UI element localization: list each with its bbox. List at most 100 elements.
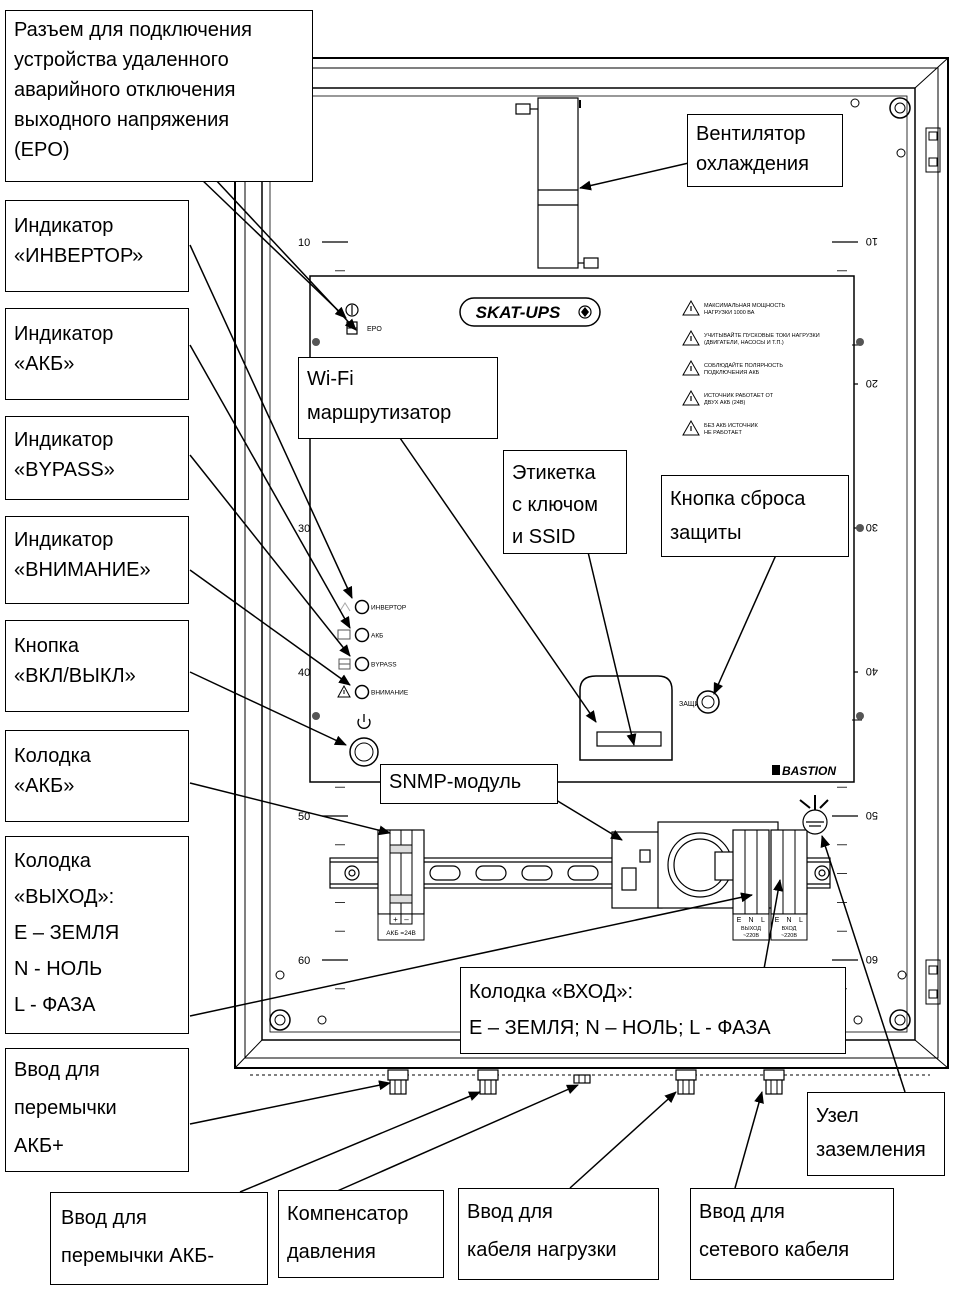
pressure-compensator [573, 1074, 591, 1084]
ruler-right-label: 10 [866, 235, 878, 247]
callout-ssid-label: Этикетка с ключом и SSID [503, 450, 627, 554]
callout-akb-block-line-2: «АКБ» [14, 775, 75, 797]
brand-text: SKAT-UPS [476, 303, 561, 322]
indicator-2: АКБ [337, 627, 383, 643]
in-letter-n: N [786, 917, 791, 924]
leader-lines [189, 161, 906, 1193]
out-letter-e: E [737, 917, 742, 924]
warning-line-1: УЧИТЫВАЙТЕ ПУСКОВЫЕ ТОКИ НАГРУЗКИ [704, 331, 820, 339]
callout-reset-line-2: защиты [670, 522, 742, 544]
bypass-symbol-icon [338, 658, 351, 670]
indicator-led [354, 684, 370, 700]
epo-label: EPO [367, 326, 382, 333]
callout-output-line-2: «ВЫХОД»: [14, 886, 115, 908]
gland-jumper-akb-minus [477, 1069, 499, 1095]
callout-jumper-plus: Ввод для перемычки АКБ+ [5, 1048, 189, 1172]
out-terminal-label-2: ~220В [743, 933, 759, 939]
out-terminal-label-1: ВЫХОД [741, 926, 761, 932]
callout-input-block: Колодка «ВХОД»: Е – ЗЕМЛЯ; N – НОЛЬ; L -… [460, 967, 846, 1054]
reset-label: ЗАЩИТА [679, 701, 709, 708]
callout-mains-line-1: Ввод для [699, 1201, 785, 1223]
callout-jumper-plus-line-3: АКБ+ [14, 1135, 64, 1157]
callout-inverter-indicator: Индикатор «ИНВЕРТОР» [5, 200, 189, 292]
callout-jumper-minus: Ввод для перемычки АКБ- [50, 1192, 268, 1285]
akb-plus-sign: + [393, 915, 398, 924]
ruler-left-label: 60 [298, 955, 310, 967]
ground-node [799, 795, 829, 835]
callout-load-cable: Ввод для кабеля нагрузки [458, 1188, 659, 1280]
warning-line-2: (ДВИГАТЕЛИ, НАСОСЫ И Т.П.) [704, 340, 784, 346]
callout-epo-line-5: (EPO) [14, 139, 70, 161]
warning-line-2: НАГРУЗКИ 1000 ВА [704, 310, 755, 316]
bastion-logo: BASTION [772, 764, 836, 778]
warning-line-1: МАКСИМАЛЬНАЯ МОЩНОСТЬ [704, 303, 785, 309]
reset-protection-button[interactable]: ЗАЩИТА [679, 690, 720, 714]
indicator-label: АКБ [371, 633, 383, 640]
callout-ground-node: Узел заземления [807, 1092, 945, 1176]
warning-line-2: ДВУХ АКБ (24В) [704, 400, 746, 406]
callout-jumper-plus-line-2: перемычки [14, 1097, 117, 1119]
callout-epo-line-1: Разъем для подключения [14, 19, 252, 41]
callout-power-line-1: Кнопка [14, 635, 79, 657]
ruler-left-label: 30 [298, 523, 310, 535]
callout-reset-button: Кнопка сброса защиты [661, 475, 849, 557]
callout-fan: Вентилятор охлаждения [687, 114, 843, 187]
indicator-led [354, 627, 370, 643]
warning-line-1: БЕЗ АКБ ИСТОЧНИК [704, 423, 759, 429]
in-letter-e: E [775, 917, 780, 924]
corner-screws [269, 97, 911, 1031]
callout-epo: Разъем для подключения устройства удален… [5, 10, 313, 182]
in-terminal-label-1: ВХОД [782, 926, 797, 932]
gland-load-cable [675, 1069, 697, 1095]
callout-load-line-1: Ввод для [467, 1201, 553, 1223]
callout-mains-cable: Ввод для сетевого кабеля [690, 1188, 894, 1280]
callout-inverter-line-1: Индикатор [14, 215, 114, 237]
indicator-4: ВНИМАНИЕ [337, 684, 409, 700]
callout-wifi-line-2: маршрутизатор [307, 402, 452, 424]
callout-fan-line-1: Вентилятор [696, 123, 806, 145]
callout-attention-indicator: Индикатор «ВНИМАНИЕ» [5, 516, 189, 604]
callout-bypass-line-1: Индикатор [14, 429, 114, 451]
callout-pressure-line-1: Компенсатор [287, 1203, 409, 1225]
callout-attention-line-1: Индикатор [14, 529, 114, 551]
callout-pressure-compensator: Компенсатор давления [278, 1190, 444, 1278]
power-button[interactable] [349, 714, 379, 767]
indicator-led [354, 656, 370, 672]
warning-line-1: ИСТОЧНИК РАБОТАЕТ ОТ [704, 393, 774, 399]
callout-snmp-module: SNMP-модуль [380, 764, 558, 804]
akb-terminal-block: + – АКБ =24В [377, 829, 425, 941]
akb-minus-sign: – [404, 915, 409, 924]
callout-ssid-line-3: и SSID [512, 526, 576, 548]
ruler-left-label: 40 [298, 667, 310, 679]
out-letter-n: N [748, 917, 753, 924]
ruler-left-label: 50 [298, 811, 310, 823]
callout-output-block: Колодка «ВЫХОД»: Е – ЗЕМЛЯ N - НОЛЬ L - … [5, 836, 189, 1034]
in-terminal-label-2: ~220В [781, 933, 797, 939]
ruler-right-label: 40 [866, 665, 878, 677]
warning-line-2: ПОДКЛЮЧЕНИЯ АКБ [704, 370, 760, 376]
callout-output-line-1: Колодка [14, 850, 91, 872]
callout-akb-indicator: Индикатор «АКБ» [5, 308, 189, 400]
callout-epo-line-4: выходного напряжения [14, 109, 230, 131]
warning-line-1: СОБЛЮДАЙТЕ ПОЛЯРНОСТЬ [704, 361, 783, 369]
skat-ups-logo: SKAT-UPS [459, 297, 601, 327]
maker-text: BASTION [782, 764, 836, 778]
callout-snmp-line-1: SNMP-модуль [389, 771, 522, 793]
output-terminal-block: E N L ВЫХОД ~220В [732, 829, 770, 941]
callout-akb-line-2: «АКБ» [14, 353, 75, 375]
cooling-fan [515, 97, 599, 269]
callout-ground-line-2: заземления [816, 1139, 926, 1161]
warning-item: УЧИТЫВАЙТЕ ПУСКОВЫЕ ТОКИ НАГРУЗКИ(ДВИГАТ… [682, 329, 820, 346]
inverter-symbol-icon [339, 602, 351, 612]
callout-output-line-4: N - НОЛЬ [14, 958, 103, 980]
indicator-label: ВНИМАНИЕ [371, 690, 409, 697]
ruler-right-label: 60 [866, 953, 878, 965]
callout-fan-line-2: охлаждения [696, 153, 809, 175]
callout-output-line-3: Е – ЗЕМЛЯ [14, 922, 120, 944]
callout-bypass-indicator: Индикатор «BYPASS» [5, 416, 189, 500]
